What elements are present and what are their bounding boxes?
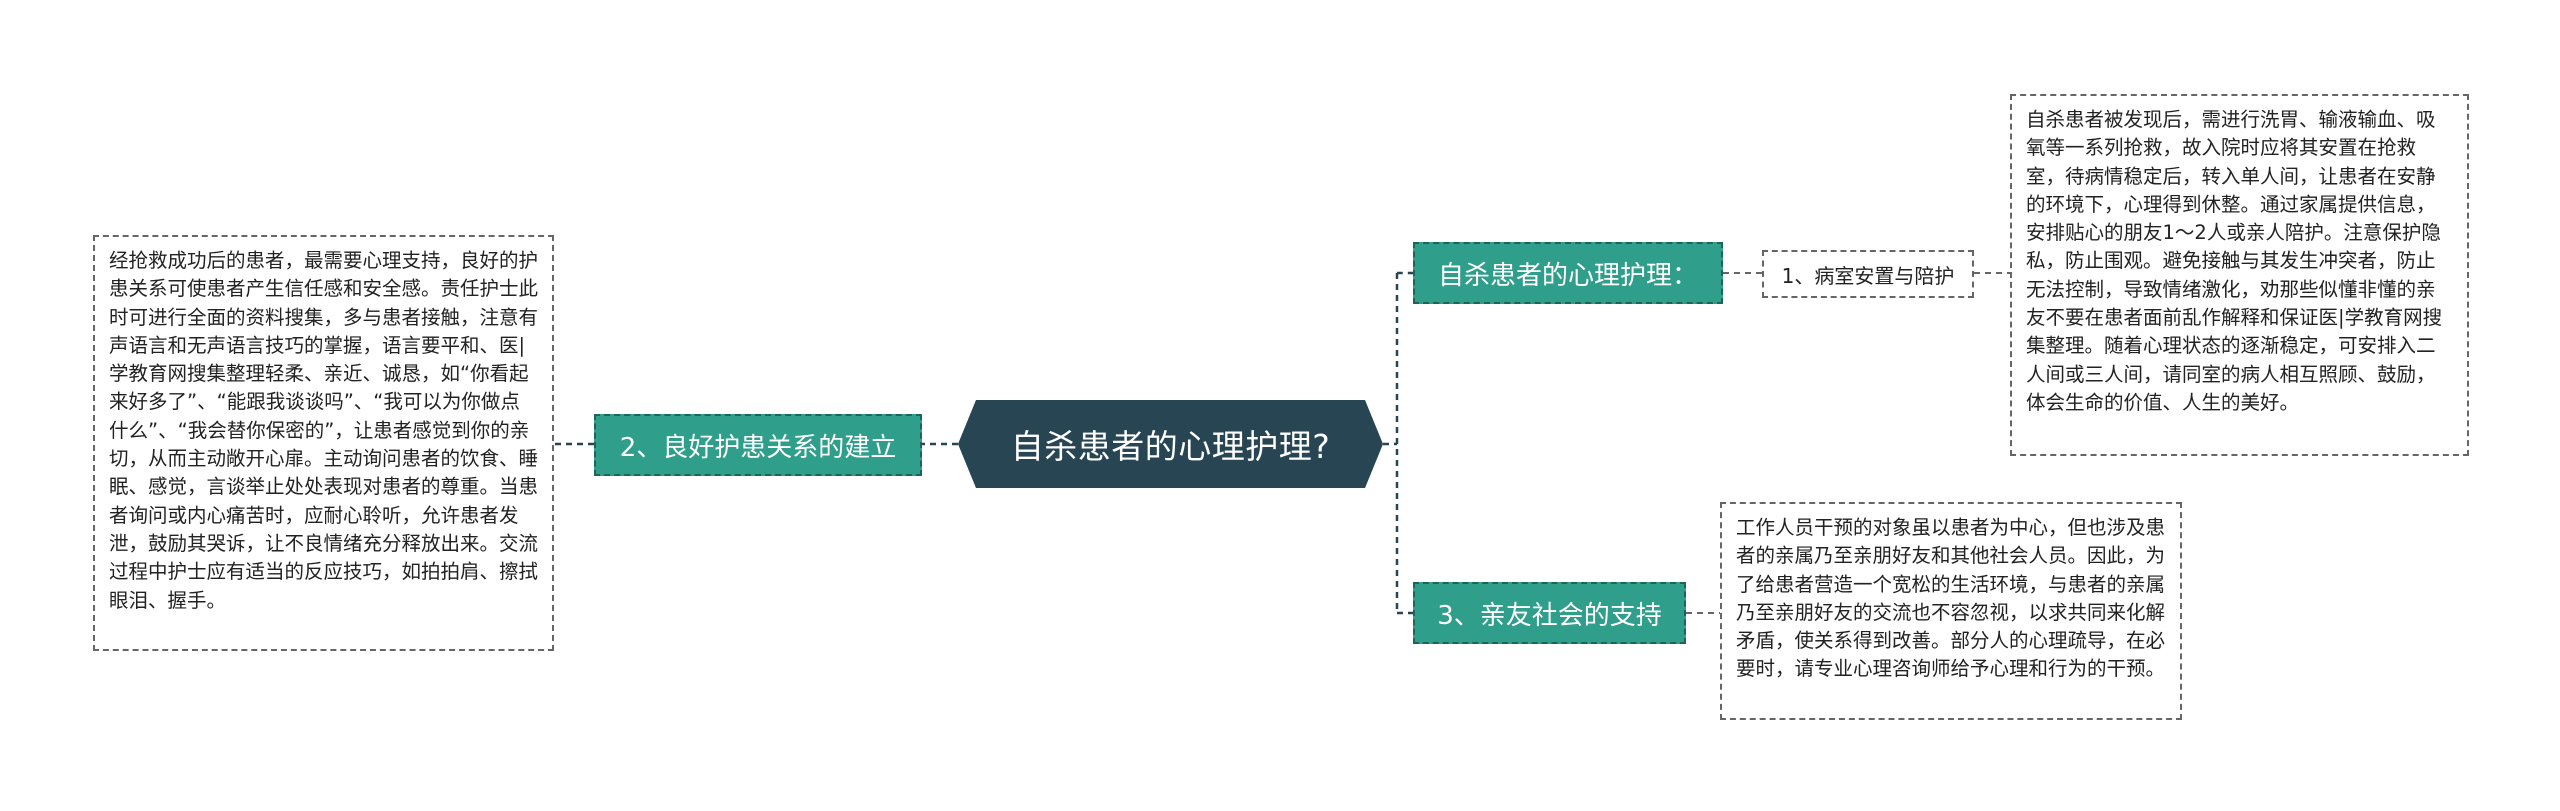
sub-label: 1、病室安置与陪护 (1781, 263, 1955, 288)
leaf-family-social-support-detail: 工作人员干预的对象虽以患者为中心，但也涉及患者的亲属乃至亲朋好友和其他社会人员。… (1720, 502, 2182, 720)
branch-nurse-patient-relationship[interactable]: 2、良好护患关系的建立 (594, 414, 922, 476)
branch-label: 自杀患者的心理护理： (1437, 260, 1698, 291)
leaf-text: 工作人员干预的对象虽以患者为中心，但也涉及患者的亲属乃至亲朋好友和其他社会人员。… (1736, 516, 2166, 681)
branch-label: 2、良好护患关系的建立 (619, 432, 897, 463)
central-topic-label: 自杀患者的心理护理? (1010, 427, 1331, 466)
sub-ward-arrangement[interactable]: 1、病室安置与陪护 (1762, 250, 1974, 298)
connector-central-right (1383, 273, 1399, 613)
leaf-text: 经抢救成功后的患者，最需要心理支持，良好的护患关系可使患者产生信任感和安全感。责… (109, 249, 539, 612)
branch-psychological-care[interactable]: 自杀患者的心理护理： (1413, 242, 1723, 304)
leaf-nurse-patient-relationship-detail: 经抢救成功后的患者，最需要心理支持，良好的护患关系可使患者产生信任感和安全感。责… (93, 235, 554, 651)
central-topic[interactable]: 自杀患者的心理护理? (958, 400, 1383, 488)
leaf-ward-arrangement-detail: 自杀患者被发现后，需进行洗胃、输液输血、吸氧等一系列抢救，故入院时应将其安置在抢… (2010, 94, 2469, 456)
branch-family-social-support[interactable]: 3、亲友社会的支持 (1413, 582, 1686, 644)
branch-label: 3、亲友社会的支持 (1437, 600, 1662, 631)
leaf-text: 自杀患者被发现后，需进行洗胃、输液输血、吸氧等一系列抢救，故入院时应将其安置在抢… (2026, 108, 2443, 414)
